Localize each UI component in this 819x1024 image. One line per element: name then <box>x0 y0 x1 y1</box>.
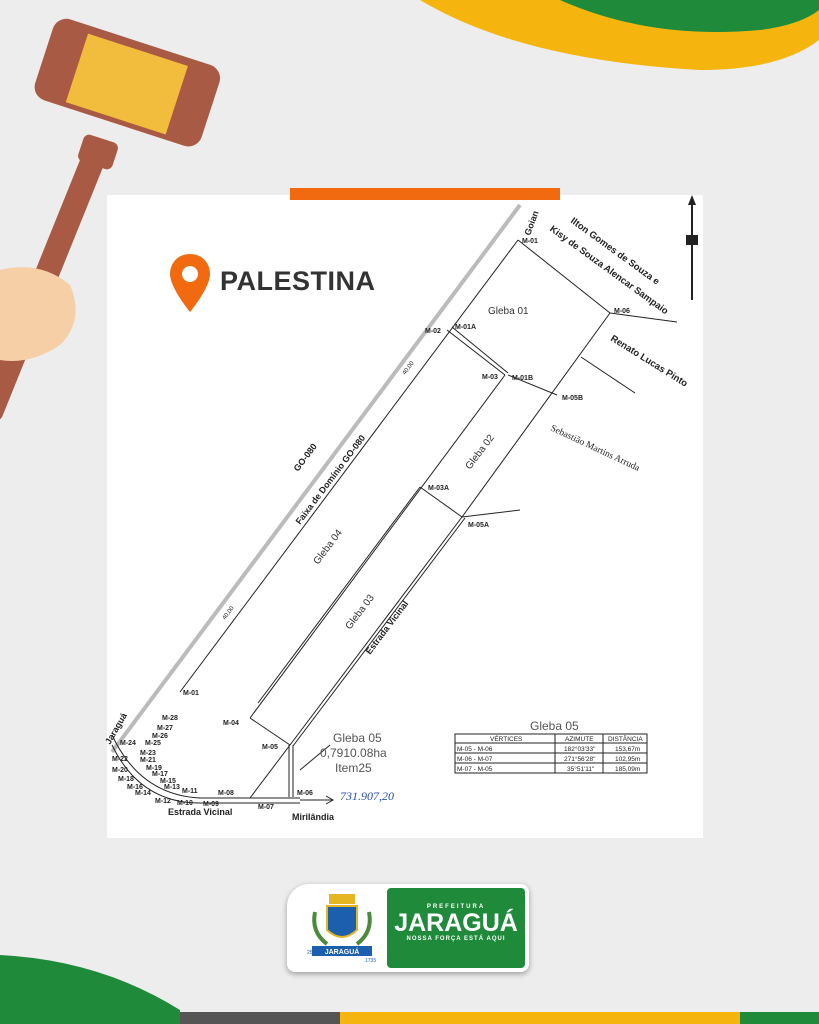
road-estrada-vicinal-2: Estrada Vicinal <box>168 807 232 817</box>
city-name: JARAGUÁ <box>394 909 518 937</box>
gleba-04-label: Gleba 04 <box>312 527 345 566</box>
vertex-marker-label: M-03 <box>482 374 498 381</box>
vertex-marker-label: M-01 <box>183 690 199 697</box>
vertex-marker-label: M-06 <box>297 790 313 797</box>
road-go080: GO-080 <box>292 442 319 474</box>
coat-of-arms-icon: JARAGUÁ 25-7 1735 <box>307 894 376 964</box>
vertex-marker-label: M-03A <box>428 485 449 492</box>
vertex-marker-label: M-10 <box>177 800 193 807</box>
gleba-03-label: Gleba 03 <box>344 592 377 631</box>
vertex-marker-label: M-08 <box>218 790 234 797</box>
table-header: VÉRTICES <box>490 734 523 743</box>
vertex-marker-label: M-25 <box>145 740 161 747</box>
gleba05-area: 0,7910.08ha <box>320 746 387 760</box>
vertex-marker-label: M-04 <box>223 720 239 727</box>
owner-renato: Renato Lucas Pinto <box>608 333 689 389</box>
vertex-marker-label: M-28 <box>162 715 178 722</box>
table-cell: 185,09m <box>615 766 640 773</box>
handwritten-value: 731.907,20 <box>340 789 394 803</box>
vertex-marker-label: M-09 <box>203 801 219 808</box>
table-header: DISTÂNCIA <box>608 734 643 743</box>
vertex-marker-label: M-16 <box>127 784 143 791</box>
vertex-marker-label: M-06 <box>614 308 630 315</box>
vertex-markers: M-01 M-01A M-01B M-02 M-03 M-03A M-04 M-… <box>112 238 630 811</box>
green-wave-top <box>560 0 819 32</box>
table-cell: 153,67m <box>615 746 640 753</box>
bottom-strip-green <box>740 1012 819 1024</box>
vertex-marker-label: M-23 <box>140 750 156 757</box>
table-cell: 271°56'28" <box>564 755 596 763</box>
owner-sebastiao: Sebastião Martins Arruda <box>549 424 642 474</box>
vertex-marker-label: M-14 <box>135 790 151 797</box>
road-faixa: Faixa de Domínio GO-080 <box>294 433 368 526</box>
table-header: AZIMUTE <box>565 736 594 743</box>
accent-bar <box>290 188 560 200</box>
plat-document <box>107 195 703 838</box>
slogan: NOSSA FORÇA ESTÁ AQUI <box>406 936 506 942</box>
gleba-02-label: Gleba 02 <box>464 432 497 471</box>
prefeitura-logo: JARAGUÁ 25-7 1735 PREFEITURA JARAGUÁ NOS… <box>287 884 529 972</box>
go080-road <box>110 203 522 754</box>
gleba05-title: Gleba 05 <box>333 731 382 745</box>
gavel-icon <box>0 18 221 421</box>
road-goiania: Goian <box>522 209 540 236</box>
gleba-01-label: Gleba 01 <box>488 306 529 317</box>
bottom-strip-yellow <box>340 1012 740 1024</box>
location-title: PALESTINA <box>220 266 376 296</box>
vertex-marker-label: M-24 <box>120 740 136 747</box>
vertex-marker-label: 25-7 <box>307 950 317 956</box>
vertex-marker-label: M-05A <box>468 522 489 529</box>
green-wave-bottom <box>0 955 180 1024</box>
vertex-marker-label: M-17 <box>152 771 168 778</box>
table-cell: 35°51'11" <box>567 765 595 773</box>
table-cell: 182°03'33" <box>564 745 596 753</box>
vertex-marker-label: M-05 <box>262 744 278 751</box>
vertex-marker-label: M-02 <box>425 328 441 335</box>
road-mirilandia: Mirilândia <box>292 812 335 822</box>
distance-label: 40,00 <box>222 605 236 621</box>
prefeitura-name-block: PREFEITURA JARAGUÁ NOSSA FORÇA ESTÁ AQUI <box>387 888 525 968</box>
table-cell: M-05 - M-06 <box>457 746 493 753</box>
vertex-marker-label: M-19 <box>146 765 162 772</box>
vertex-marker-label: M-13 <box>164 784 180 791</box>
vertex-marker-label: M-26 <box>152 733 168 740</box>
bottom-strip-grey <box>180 1012 340 1024</box>
vertex-marker-label: M-01A <box>455 324 476 331</box>
table-title: Gleba 05 <box>530 719 579 733</box>
vertex-marker-label: M-21 <box>140 757 156 764</box>
vertex-marker-label: M-07 <box>258 804 274 811</box>
table-cell: M-06 - M-07 <box>457 756 493 763</box>
gleba05-table: Gleba 05 VÉRTICES AZIMUTE DISTÂNCIA M-05… <box>454 719 648 774</box>
vertex-marker-label: JARAGUÁ <box>325 947 360 956</box>
vertex-marker-label: M-01 <box>522 238 538 245</box>
vertex-marker-label: M-11 <box>182 788 198 795</box>
gleba05-item: Item25 <box>335 761 372 775</box>
vertex-marker-label: M-05B <box>562 395 583 402</box>
vertex-marker-label: 1735 <box>365 958 376 964</box>
map-pin-icon <box>170 254 210 312</box>
vertex-marker-label: M-18 <box>118 776 134 783</box>
vertex-marker-label: M-01B <box>512 375 533 382</box>
table-cell: 102,95m <box>615 756 640 763</box>
north-arrow-icon <box>686 195 698 300</box>
vertex-marker-label: M-27 <box>157 725 173 732</box>
vertex-marker-label: M-15 <box>160 778 176 785</box>
vertex-marker-label: M-12 <box>155 798 171 805</box>
vertex-marker-label: M-20 <box>112 767 128 774</box>
vertex-marker-label: M-22 <box>112 756 128 763</box>
table-cell: M-07 - M-05 <box>457 766 493 773</box>
hand <box>0 267 76 361</box>
prefeitura-label: PREFEITURA <box>426 904 486 910</box>
boundary-lines <box>111 239 678 805</box>
